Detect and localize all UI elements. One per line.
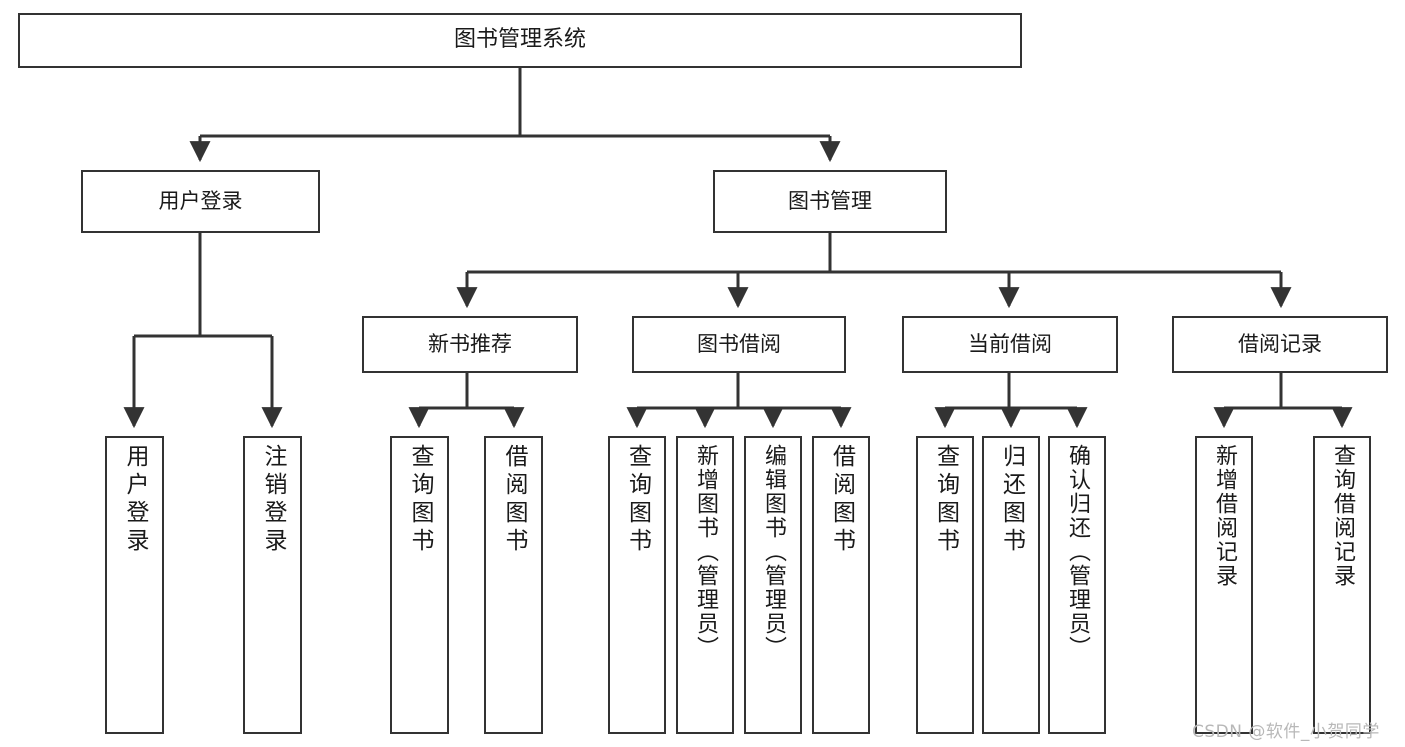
node-leaf-query-book-1[interactable]: 查询图书 xyxy=(390,436,449,734)
node-leaf-edit-book-label: 编辑图书（管理员） xyxy=(761,444,786,660)
node-leaf-query-record-label: 查询借阅记录 xyxy=(1330,444,1355,588)
node-book-borrow-label: 图书借阅 xyxy=(697,331,781,356)
node-leaf-user-login[interactable]: 用户登录 xyxy=(105,436,164,734)
node-new-book-recommend[interactable]: 新书推荐 xyxy=(362,316,578,373)
node-user-login-label: 用户登录 xyxy=(158,188,243,213)
node-current-borrow[interactable]: 当前借阅 xyxy=(902,316,1118,373)
node-leaf-borrow-book-2-label: 借阅图书 xyxy=(828,444,855,556)
node-leaf-query-book-3[interactable]: 查询图书 xyxy=(916,436,974,734)
node-leaf-edit-book[interactable]: 编辑图书（管理员） xyxy=(744,436,802,734)
node-leaf-add-book-label: 新增图书（管理员） xyxy=(693,444,718,660)
watermark-text: CSDN @软件_小贺同学 xyxy=(1192,722,1380,742)
node-leaf-query-record[interactable]: 查询借阅记录 xyxy=(1313,436,1371,734)
node-leaf-query-book-1-label: 查询图书 xyxy=(407,444,433,556)
node-leaf-confirm-return[interactable]: 确认归还（管理员） xyxy=(1048,436,1106,734)
node-current-borrow-label: 当前借阅 xyxy=(968,331,1052,356)
node-new-book-recommend-label: 新书推荐 xyxy=(428,331,512,356)
node-borrow-record-label: 借阅记录 xyxy=(1238,331,1322,356)
node-leaf-borrow-book-1[interactable]: 借阅图书 xyxy=(484,436,543,734)
node-leaf-user-login-label: 用户登录 xyxy=(122,444,148,556)
node-leaf-confirm-return-label: 确认归还（管理员） xyxy=(1065,444,1090,660)
node-leaf-user-logout-label: 注销登录 xyxy=(260,444,286,556)
node-leaf-return-book-label: 归还图书 xyxy=(998,444,1025,556)
node-book-borrow[interactable]: 图书借阅 xyxy=(632,316,846,373)
node-leaf-add-record[interactable]: 新增借阅记录 xyxy=(1195,436,1253,734)
node-borrow-record[interactable]: 借阅记录 xyxy=(1172,316,1388,373)
node-root-book-management-system[interactable]: 图书管理系统 xyxy=(18,13,1022,68)
node-leaf-query-book-2[interactable]: 查询图书 xyxy=(608,436,666,734)
node-user-login[interactable]: 用户登录 xyxy=(81,170,320,233)
node-leaf-query-book-3-label: 查询图书 xyxy=(932,444,959,556)
node-book-manage[interactable]: 图书管理 xyxy=(713,170,947,233)
node-book-manage-label: 图书管理 xyxy=(788,188,872,213)
node-leaf-return-book[interactable]: 归还图书 xyxy=(982,436,1040,734)
node-leaf-query-book-2-label: 查询图书 xyxy=(624,444,651,556)
node-leaf-user-logout[interactable]: 注销登录 xyxy=(243,436,302,734)
node-leaf-add-record-label: 新增借阅记录 xyxy=(1212,444,1237,588)
node-leaf-borrow-book-1-label: 借阅图书 xyxy=(501,444,527,556)
node-leaf-borrow-book-2[interactable]: 借阅图书 xyxy=(812,436,870,734)
node-leaf-add-book[interactable]: 新增图书（管理员） xyxy=(676,436,734,734)
node-root-label: 图书管理系统 xyxy=(453,27,586,53)
